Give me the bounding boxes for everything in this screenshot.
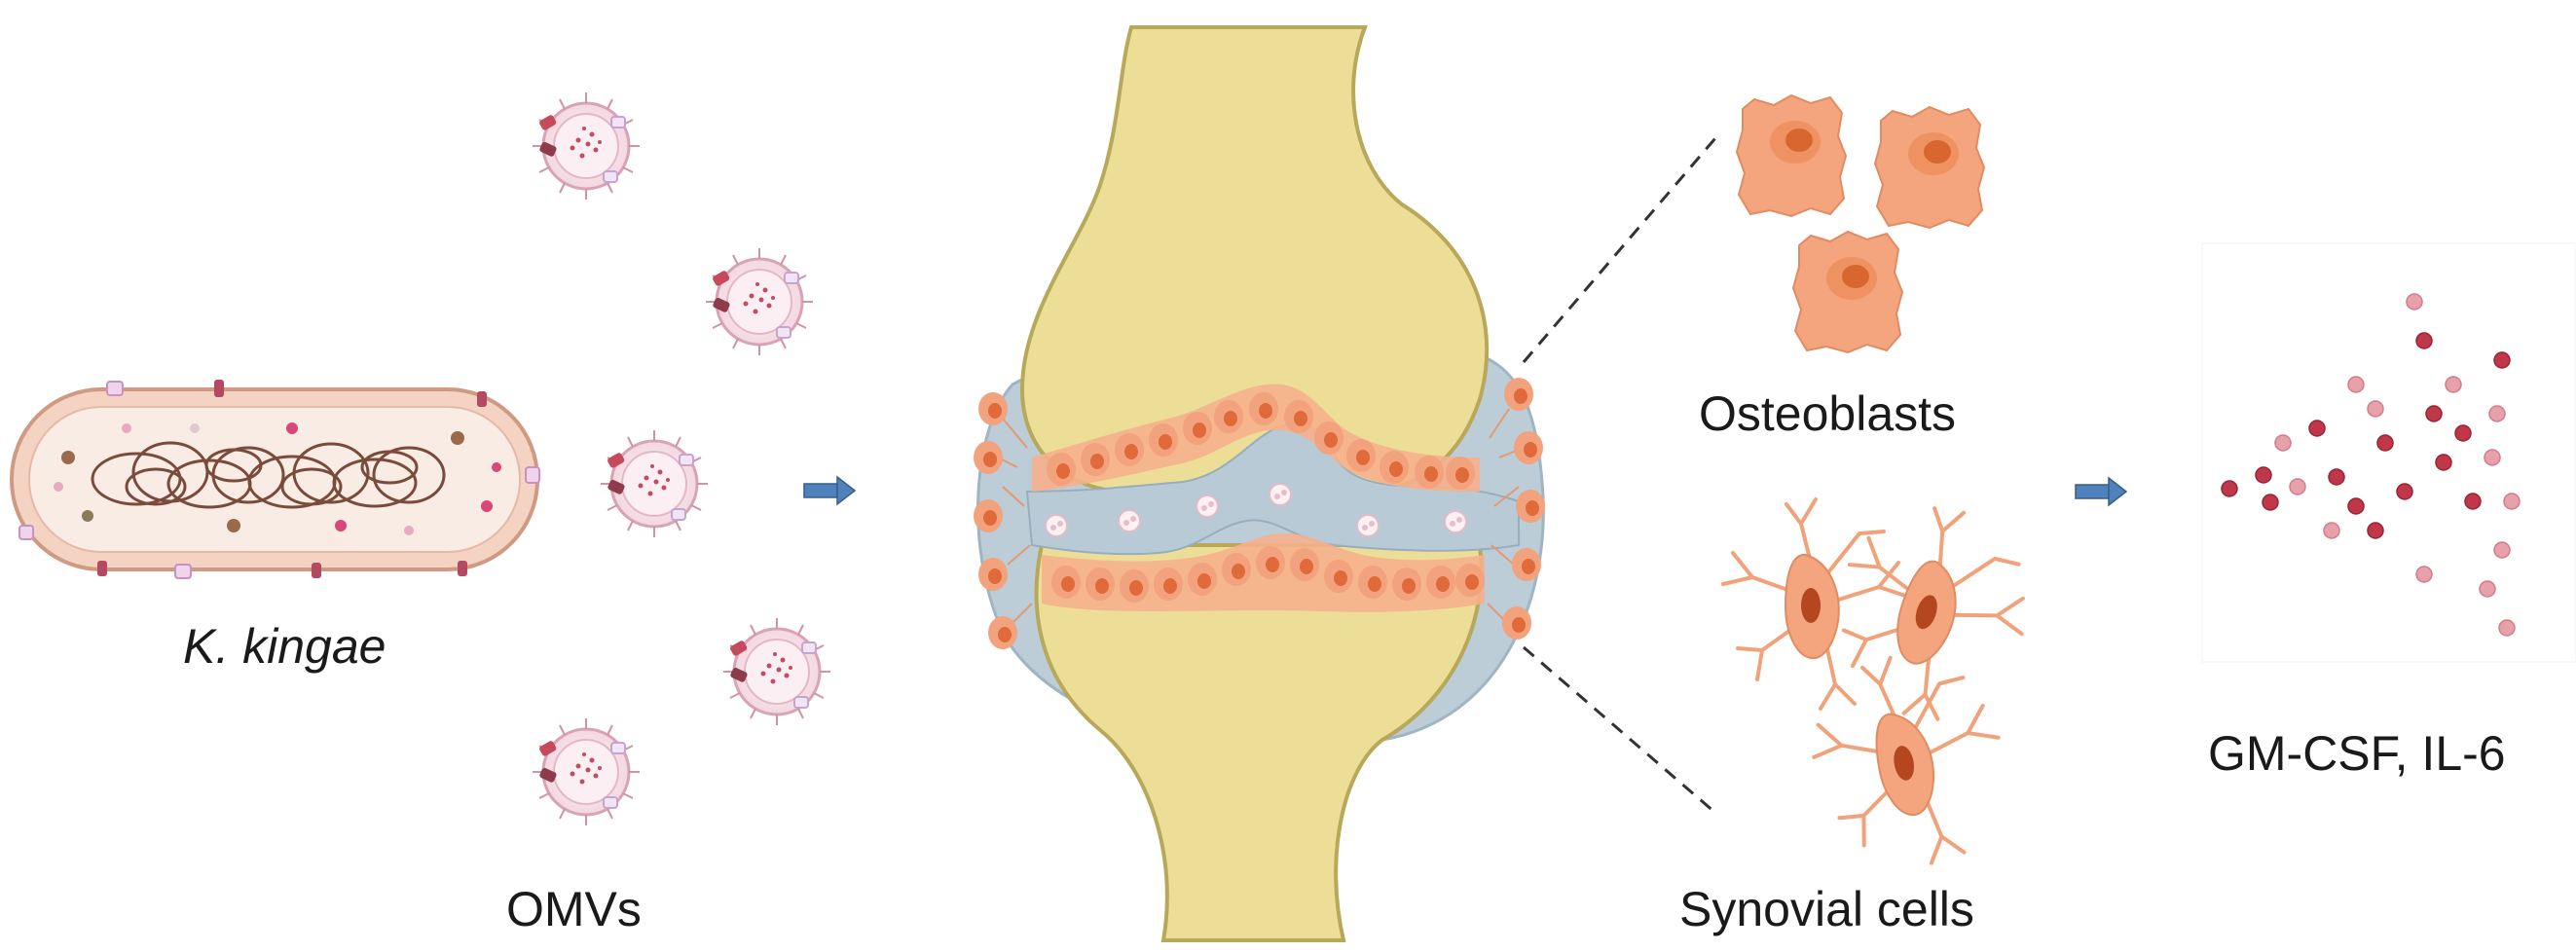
zoom-line-upper xyxy=(1522,137,1717,363)
outer-membrane-vesicle-icon xyxy=(599,428,710,539)
knee-joint-icon xyxy=(974,25,1545,942)
synovial-membrane xyxy=(974,378,1545,649)
outer-membrane-vesicle-icon xyxy=(531,716,642,827)
omv-group xyxy=(531,91,832,827)
zoom-line-lower xyxy=(1523,645,1716,815)
osteoblasts-label: Osteoblasts xyxy=(1699,386,1957,441)
cytokine-dot-cluster xyxy=(2201,242,2576,663)
right-arrow-icon xyxy=(2075,477,2127,506)
bacterium-label: K. kingae xyxy=(183,619,386,674)
outer-membrane-vesicle-icon xyxy=(704,246,815,357)
osteoblast-cell-icon xyxy=(1736,94,1847,217)
omv-label: OMVs xyxy=(506,882,642,936)
synovial-cell-icon xyxy=(1721,497,1910,711)
dna-coil xyxy=(91,441,446,509)
synovial-cells-group xyxy=(1721,482,2054,882)
osteoblast-cell-icon xyxy=(1874,106,1985,229)
outer-membrane-vesicle-icon xyxy=(721,616,832,727)
synovial-cells-label: Synovial cells xyxy=(1679,882,1974,936)
rod-bacterium-icon xyxy=(10,380,540,579)
osteoblast-cell-icon xyxy=(1792,231,1903,353)
right-arrow-icon xyxy=(803,476,856,505)
outer-membrane-vesicle-icon xyxy=(531,91,642,201)
osteoblasts-group xyxy=(1736,94,1985,353)
cytokines-label: GM-CSF, IL-6 xyxy=(2208,726,2506,781)
